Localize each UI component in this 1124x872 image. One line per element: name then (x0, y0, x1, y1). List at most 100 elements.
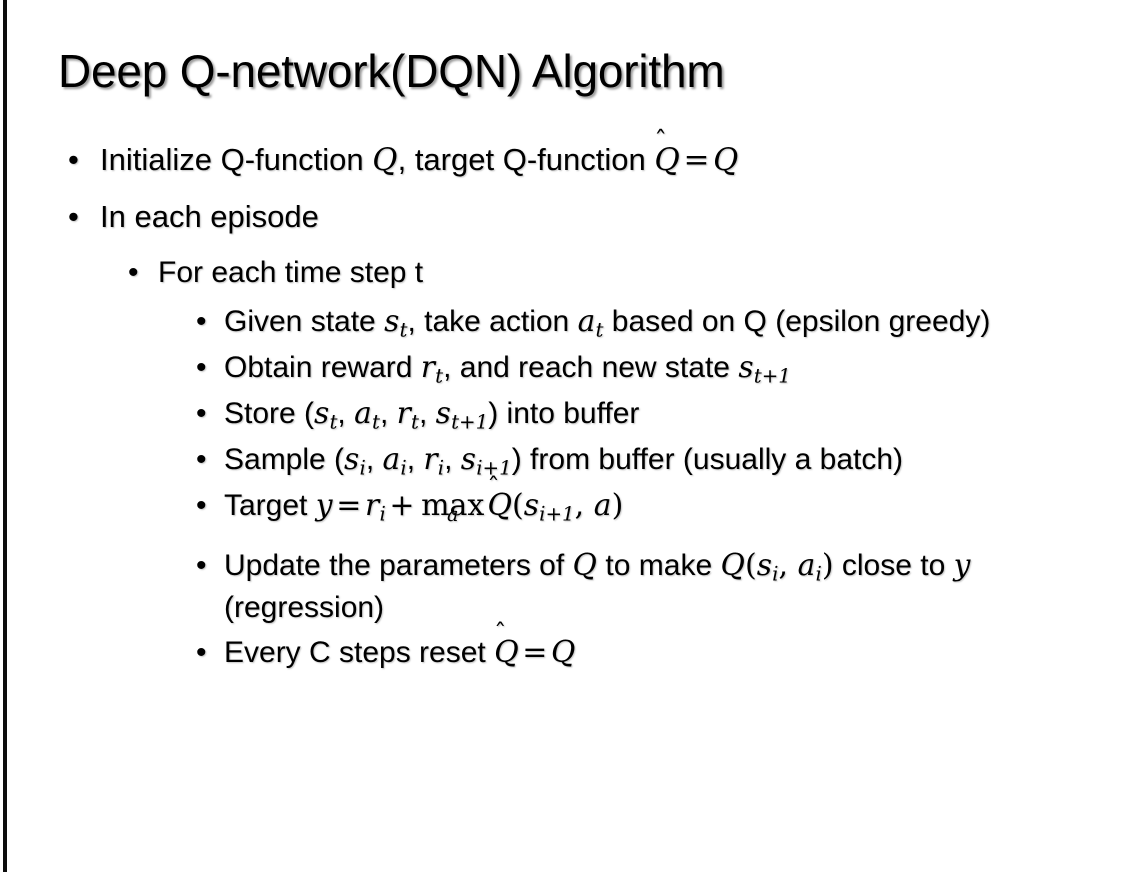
math-var-s: s (314, 396, 330, 432)
math-var-s: s (523, 488, 540, 524)
bullet-episode: • In each episode (0, 197, 1124, 237)
math-sub-t: t (595, 318, 604, 342)
text-fragment: Initialize Q-function (100, 142, 373, 177)
math-paren-close: ) (611, 488, 624, 524)
math-sub-t: t (435, 364, 444, 388)
math-var-r: r (365, 488, 380, 524)
math-sub-t: t (411, 410, 419, 434)
bullet-episode-text: In each episode (100, 198, 319, 234)
bullet-update-text: Update the parameters of Q to make Q(si,… (224, 546, 1096, 628)
math-var-q: Q (372, 143, 398, 178)
bullet-reset-target: • Every C steps reset ̂Q=Q (0, 633, 1124, 673)
math-q-hat: ̂Q (494, 633, 519, 673)
math-sub-i: i (772, 562, 779, 586)
math-sub-t1: t+1 (451, 410, 489, 434)
math-sub-i: i (437, 456, 445, 480)
math-sub-t: t (329, 410, 338, 434)
slide-body: • Initialize Q-function Q, target Q-func… (0, 140, 1124, 677)
text-fragment: Update the parameters of (224, 549, 573, 583)
text-fragment: close to (833, 549, 954, 583)
bullet-obtain-reward: • Obtain reward rt, and reach new state … (0, 348, 1124, 390)
text-fragment: Every C steps reset (224, 635, 495, 669)
math-sub-i1: i+1 (476, 456, 512, 480)
bullet-store-text: Store (st, at, rt, st+1) into buffer (224, 394, 1096, 436)
bullet-store: • Store (st, at, rt, st+1) into buffer (0, 394, 1124, 436)
text-fragment: , (444, 443, 461, 477)
bullet-timestep-text: For each time step t (158, 256, 424, 290)
math-q-base: Q (487, 488, 512, 524)
math-comma: , (778, 548, 798, 584)
math-var-r: r (423, 442, 438, 478)
math-var-y: y (953, 548, 971, 584)
math-sub-i: i (379, 502, 386, 526)
math-paren-open: ( (745, 548, 757, 584)
bullet-dot-icon: • (196, 549, 207, 583)
math-paren-open: ( (511, 488, 524, 524)
math-var-a: a (382, 442, 401, 478)
text-fragment: Obtain reward (224, 351, 421, 385)
text-fragment: (regression) (224, 591, 385, 625)
math-var-s: s (344, 442, 360, 478)
math-comma: , (574, 488, 594, 524)
text-fragment: , (406, 443, 424, 477)
text-fragment: , and reach new state (443, 351, 739, 385)
bullet-dot-icon: • (68, 142, 79, 177)
bullet-initialize: • Initialize Q-function Q, target Q-func… (0, 140, 1124, 181)
text-fragment: Store ( (224, 397, 315, 431)
text-fragment: Given state (224, 305, 385, 339)
text-fragment: , target Q-function (397, 142, 655, 177)
bullet-given-state-text: Given state st, take action at based on … (224, 302, 1096, 344)
bullet-update: • Update the parameters of Q to make Q(s… (0, 546, 1124, 628)
text-fragment: ) into buffer (488, 397, 640, 431)
text-fragment: ) from buffer (usually a batch) (511, 443, 904, 477)
math-var-a: a (354, 396, 372, 432)
math-var-r: r (396, 396, 412, 432)
math-var-s: s (756, 548, 773, 584)
text-fragment: Target (224, 489, 316, 523)
math-equals: = (336, 488, 362, 524)
slide-title: Deep Q-network(DQN) Algorithm (58, 45, 725, 97)
left-accent-bar (3, 0, 7, 872)
math-sub-i: i (359, 456, 366, 480)
bullet-dot-icon: • (196, 489, 207, 523)
math-sub-i1: i+1 (539, 502, 575, 526)
text-fragment: , (337, 397, 355, 431)
bullet-dot-icon: • (68, 198, 79, 234)
math-var-s: s (738, 350, 754, 386)
math-q-base: Q (654, 142, 680, 178)
math-max-label: max (421, 488, 485, 524)
math-q-base: Q (494, 634, 519, 670)
bullet-initialize-text: Initialize Q-function Q, target Q-functi… (100, 140, 1124, 181)
bullet-dot-icon: • (196, 351, 207, 385)
bullet-reset-target-text: Every C steps reset ̂Q=Q (224, 633, 1096, 673)
math-var-q2: Q (713, 143, 739, 178)
math-equals: = (522, 634, 548, 670)
bullet-target: • Target y=ri+maxâQ(si+1, a) (0, 486, 1124, 528)
text-fragment: to make (597, 549, 721, 583)
bullet-dot-icon: • (196, 397, 207, 431)
text-fragment: Sample ( (224, 443, 345, 477)
math-sub-i: i (815, 562, 822, 586)
math-var-q: Q (551, 634, 576, 670)
bullet-given-state: • Given state st, take action at based o… (0, 302, 1124, 344)
math-var-s: s (384, 304, 400, 340)
math-sub-t: t (399, 318, 408, 342)
math-var-s2: s (460, 442, 477, 478)
math-max-limit: a (447, 502, 459, 526)
math-var-q2: Q (720, 548, 746, 584)
math-plus: + (389, 488, 415, 524)
bullet-dot-icon: • (196, 443, 207, 477)
bullet-obtain-reward-text: Obtain reward rt, and reach new state st… (224, 348, 1096, 390)
math-var-r: r (420, 350, 436, 386)
math-sub-t1: t+1 (753, 364, 791, 388)
math-q-hat: ̂Q (487, 486, 512, 526)
bullet-sample: • Sample (si, ai, ri, si+1) from buffer … (0, 440, 1124, 482)
bullet-sample-text: Sample (si, ai, ri, si+1) from buffer (u… (224, 440, 1096, 482)
text-fragment: , (379, 397, 397, 431)
math-var-a: a (577, 304, 596, 340)
math-var-a: a (593, 488, 612, 524)
bullet-dot-icon: • (196, 305, 207, 339)
bullet-timestep: • For each time step t (0, 253, 1124, 292)
